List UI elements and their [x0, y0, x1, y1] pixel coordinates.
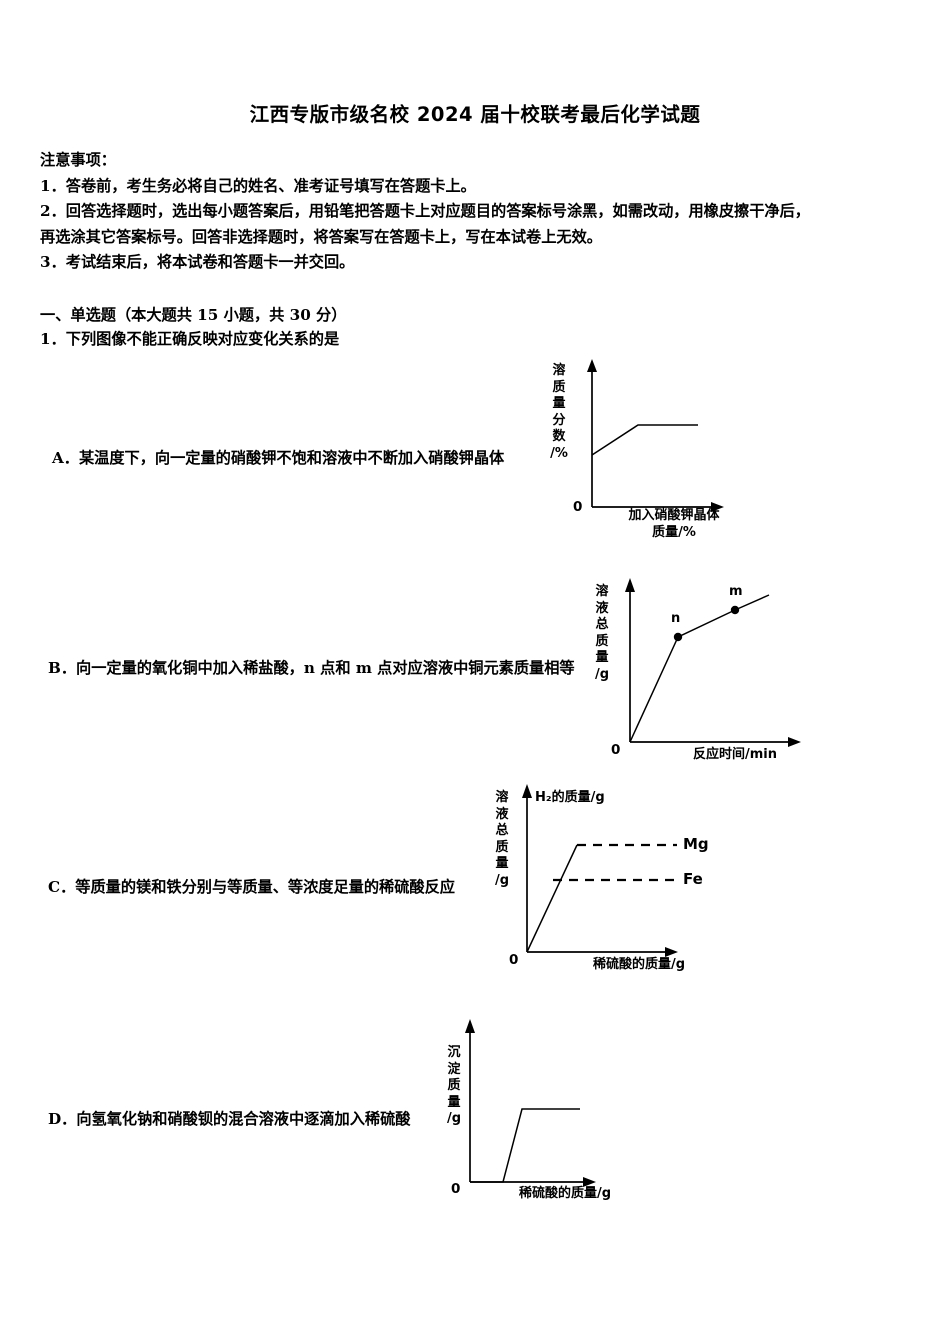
- figure-c-origin-label: 0: [509, 952, 519, 968]
- figure-d-x-axis-label: 稀硫酸的质量/g: [519, 1186, 612, 1201]
- figure-a-x-axis-label: 加入硝酸钾晶体 质量/%: [628, 508, 720, 540]
- question-stem: 1．下列图像不能正确反映对应变化关系的是: [40, 330, 340, 348]
- figure-option-c: 溶 液 总 质 量 /g H₂的质量/g Mg Fe 0 稀硫酸的质量/g: [495, 778, 775, 978]
- figure-option-a: 溶 质 量 分 数 /% 0 加入硝酸钾晶体 质量/%: [520, 355, 770, 545]
- figure-c-y-axis-label: 溶 液 总 质 量 /g: [494, 790, 510, 888]
- figure-d-y-axis-label: 沉 淀 质 量 /g: [446, 1045, 462, 1126]
- notice-item-3: 3．考试结束后，将本试卷和答题卡一并交回。: [40, 253, 355, 271]
- figure-c-title-label: H₂的质量/g: [535, 790, 605, 805]
- notice-block: 注意事项： 1．答卷前，考生务必将自己的姓名、准考证号填写在答题卡上。 2．回答…: [40, 148, 920, 276]
- notice-heading: 注意事项：: [40, 151, 116, 169]
- figure-a-origin-label: 0: [573, 499, 583, 515]
- option-c-text[interactable]: C．等质量的镁和铁分别与等质量、等浓度足量的稀硫酸反应: [48, 878, 455, 896]
- figure-b-origin-label: 0: [611, 742, 621, 758]
- figure-d-origin-label: 0: [451, 1181, 461, 1197]
- page-title: 江西专版市级名校 2024 届十校联考最后化学试题: [249, 103, 701, 126]
- figure-c-x-axis-label: 稀硫酸的质量/g: [593, 957, 686, 972]
- figure-a-y-axis-label: 溶 质 量 分 数 /%: [550, 363, 568, 461]
- figure-b-label-m: m: [729, 584, 743, 599]
- figure-b-x-axis-label: 反应时间/min: [693, 747, 778, 762]
- figure-b-label-n: n: [671, 611, 681, 626]
- figure-c-legend-fe: Fe: [683, 870, 703, 888]
- option-d-text[interactable]: D．向氢氧化钠和硝酸钡的混合溶液中逐滴加入稀硫酸: [48, 1110, 411, 1128]
- figure-c-legend-mg: Mg: [683, 835, 709, 853]
- option-a-text[interactable]: A．某温度下，向一定量的硝酸钾不饱和溶液中不断加入硝酸钾晶体: [52, 449, 505, 467]
- section-heading: 一、单选题（本大题共 15 小题，共 30 分）: [40, 306, 347, 324]
- figure-option-d: 沉 淀 质 量 /g 0 稀硫酸的质量/g: [425, 1015, 695, 1215]
- figure-b-y-axis-label: 溶 液 总 质 量 /g: [594, 584, 610, 682]
- figure-option-b: 溶 液 总 质 量 /g n m 0 反应时间/min: [585, 570, 835, 780]
- option-b-text[interactable]: B．向一定量的氧化铜中加入稀盐酸，n 点和 m 点对应溶液中铜元素质量相等: [48, 659, 575, 677]
- notice-item-1: 1．答卷前，考生务必将自己的姓名、准考证号填写在答题卡上。: [40, 176, 476, 195]
- figure-b-point-m: [730, 605, 740, 615]
- figure-b-point-n: [673, 632, 683, 642]
- notice-item-2: 2．回答选择题时，选出每小题答案后，用铅笔把答题卡上对应题目的答案标号涂黑，如需…: [40, 202, 810, 220]
- notice-item-2-cont: 再选涂其它答案标号。回答非选择题时，将答案写在答题卡上，写在本试卷上无效。: [40, 227, 602, 246]
